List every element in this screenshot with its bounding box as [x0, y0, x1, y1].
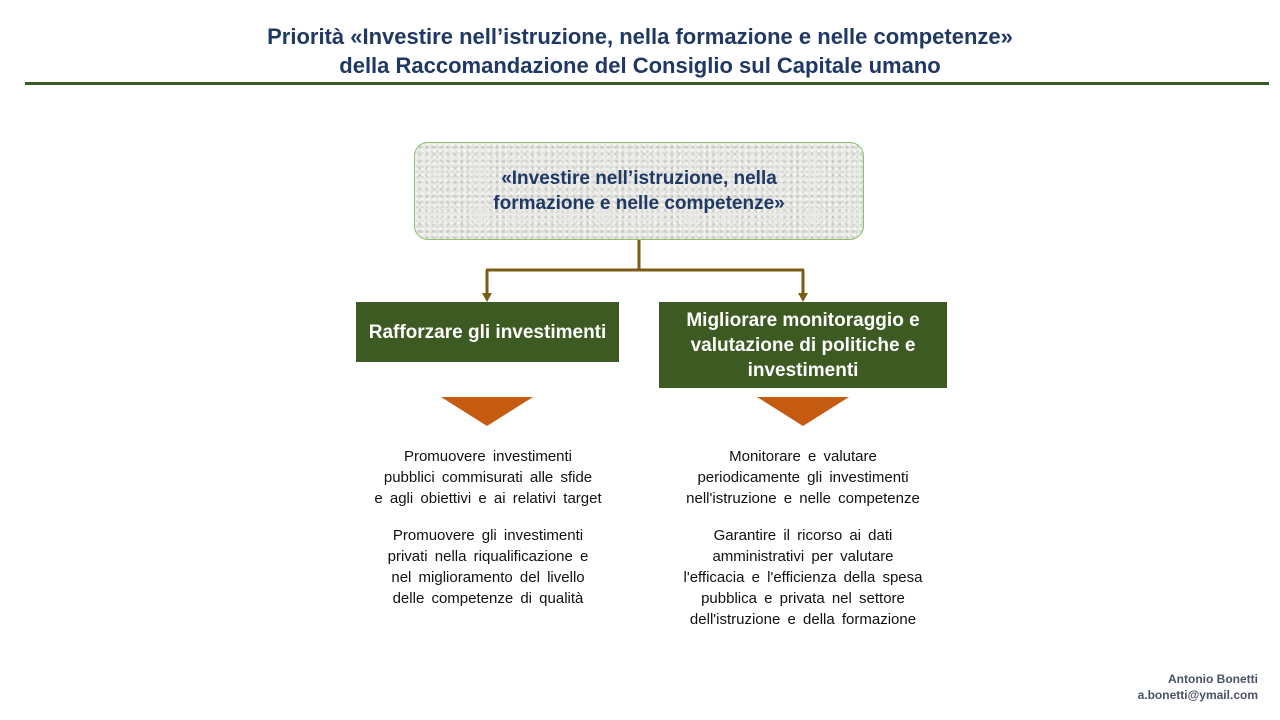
- root-node: «Investire nell’istruzione, nella formaz…: [414, 142, 864, 240]
- detail-paragraph: Monitorare e valutare periodicamente gli…: [686, 448, 920, 507]
- detail-paragraph: Promuovere investimenti pubblici commisu…: [374, 448, 602, 507]
- branch-details-monitoraggio: Monitorare e valutare periodicamente gli…: [652, 447, 954, 630]
- root-node-label: «Investire nell’istruzione, nella formaz…: [493, 168, 785, 214]
- slide-title: Priorità «Investire nell’istruzione, nel…: [0, 22, 1280, 80]
- author-name: Antonio Bonetti: [1168, 672, 1258, 686]
- down-triangle-icon: [757, 397, 849, 426]
- branch-node-investimenti: Rafforzare gli investimenti: [356, 302, 619, 362]
- arrowhead-icon: [798, 293, 808, 302]
- branch-details-investimenti: Promuovere investimenti pubblici commisu…: [350, 447, 626, 610]
- slide-title-line-1: Priorità «Investire nell’istruzione, nel…: [267, 24, 1013, 49]
- author-credit: Antonio Bonetti a.bonetti@ymail.com: [1138, 671, 1258, 703]
- arrowhead-icon: [482, 293, 492, 302]
- title-divider: [25, 82, 1269, 85]
- author-email: a.bonetti@ymail.com: [1137, 688, 1258, 702]
- branch-node-label: Migliorare monitoraggio e valutazione di…: [686, 309, 920, 381]
- detail-paragraph: Garantire il ricorso ai dati amministrat…: [683, 527, 923, 628]
- detail-paragraph: Promuovere gli investimenti privati nell…: [387, 527, 589, 607]
- slide-title-line-2: della Raccomandazione del Consiglio sul …: [339, 53, 941, 78]
- down-triangle-icon: [441, 397, 533, 426]
- branch-node-label: Rafforzare gli investimenti: [368, 321, 607, 343]
- branch-node-monitoraggio: Migliorare monitoraggio e valutazione di…: [659, 302, 947, 388]
